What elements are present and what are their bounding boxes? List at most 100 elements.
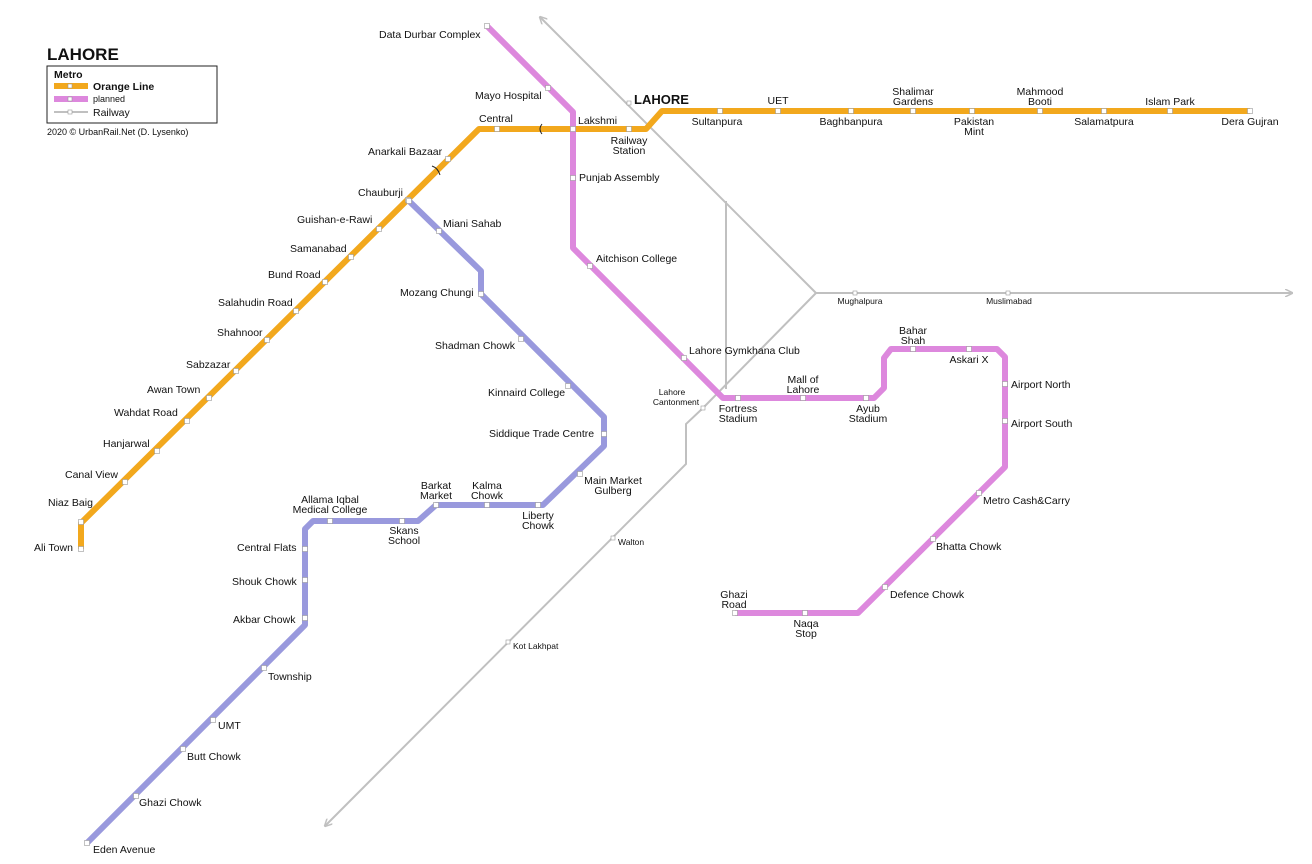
station-marker xyxy=(264,337,270,343)
station-label: Niaz Baig xyxy=(48,497,93,509)
station-marker xyxy=(1037,108,1043,114)
legend-station-marker xyxy=(67,96,73,102)
station-marker xyxy=(327,518,333,524)
station-label: Dera Gujran xyxy=(1221,116,1278,128)
station-label: Anarkali Bazaar xyxy=(368,146,443,158)
station-marker xyxy=(717,108,723,114)
station-marker xyxy=(863,395,869,401)
legend-label-orange: Orange Line xyxy=(93,81,154,93)
station-label: Miani Sahab xyxy=(443,218,502,230)
legend-label-planned: planned xyxy=(93,94,125,104)
station-label-line: Ayub xyxy=(856,403,880,415)
city-label: LAHORE xyxy=(634,92,689,107)
orange-line-labels: Ali Town Niaz Baig Canal View Hanjarwal … xyxy=(34,86,1279,554)
station-marker xyxy=(610,535,616,541)
station-label: UET xyxy=(768,95,790,107)
station-marker xyxy=(180,746,186,752)
station-label-line: Gulberg xyxy=(594,485,632,497)
station-marker xyxy=(848,108,854,114)
station-label-line: Shalimar xyxy=(892,86,934,98)
station-marker xyxy=(302,546,308,552)
station-label: Lahore Gymkhana Club xyxy=(689,345,800,357)
station-label: Shadman Chowk xyxy=(435,340,516,352)
station-label-line: Lahore xyxy=(787,384,820,396)
station-label-line: Railway xyxy=(611,135,649,147)
station-label: Mozang Chungi xyxy=(400,287,474,299)
station-label-line: Main Market xyxy=(584,475,642,487)
railway-line-north xyxy=(540,17,817,294)
station-label-line: Station xyxy=(613,145,646,157)
station-marker xyxy=(206,395,212,401)
station-marker xyxy=(406,198,412,204)
station-label: Lakshmi xyxy=(578,115,617,127)
station-label-line: Liberty xyxy=(522,510,554,522)
legend: Metro Orange Line planned Railway 2020 ©… xyxy=(46,65,218,137)
legend-label-railway: Railway xyxy=(93,107,131,119)
station-marker xyxy=(1167,108,1173,114)
station-label: Guishan-e-Rawi xyxy=(297,214,372,226)
station-label-line: Mahmood xyxy=(1017,86,1064,98)
station-marker xyxy=(1101,108,1107,114)
railway-line-southwest xyxy=(325,292,817,826)
station-label-line: Market xyxy=(420,490,452,502)
pink-line-path xyxy=(484,23,1008,616)
station-marker xyxy=(802,610,808,616)
station-marker xyxy=(910,346,916,352)
station-marker xyxy=(930,536,936,542)
station-label: Salamatpura xyxy=(1074,116,1134,128)
station-marker xyxy=(518,336,524,342)
station-label: UMT xyxy=(218,720,241,732)
station-marker xyxy=(433,502,439,508)
railway-network xyxy=(325,17,1292,826)
station-marker xyxy=(732,610,738,616)
station-marker xyxy=(545,85,551,91)
station-label: Canal View xyxy=(65,469,118,481)
station-label: Kinnaird College xyxy=(488,387,565,399)
station-label: Mughalpura xyxy=(838,296,883,306)
station-label-line: Naqa xyxy=(793,618,818,630)
station-label-line: Bahar xyxy=(899,325,928,337)
station-label: Central xyxy=(479,113,513,125)
station-label-line: Kalma xyxy=(472,480,502,492)
station-marker xyxy=(184,418,190,424)
station-marker xyxy=(302,615,308,621)
station-label: Punjab Assembly xyxy=(579,172,660,184)
station-marker xyxy=(436,228,442,234)
station-marker xyxy=(445,156,451,162)
station-marker xyxy=(577,471,583,477)
station-marker xyxy=(565,383,571,389)
station-marker xyxy=(494,126,500,132)
station-label-line: Ghazi xyxy=(720,589,747,601)
station-label-line: Gardens xyxy=(893,96,933,108)
station-marker xyxy=(570,175,576,181)
station-label-line: Stop xyxy=(795,628,817,640)
station-label: Bund Road xyxy=(268,269,321,281)
station-marker xyxy=(535,502,541,508)
station-label: Ghazi Chowk xyxy=(139,797,202,809)
station-label-line: Barkat xyxy=(421,480,451,492)
station-marker xyxy=(969,108,975,114)
station-label: Samanabad xyxy=(290,243,347,255)
station-label-line: Lahore xyxy=(659,387,686,397)
station-marker xyxy=(484,502,490,508)
tunnel-mark xyxy=(431,165,441,176)
station-marker xyxy=(910,108,916,114)
station-label: Butt Chowk xyxy=(187,751,241,763)
station-label: Baghbanpura xyxy=(819,116,882,128)
station-marker xyxy=(570,126,576,132)
station-marker xyxy=(966,346,972,352)
station-label-line: Cantonment xyxy=(653,397,700,407)
